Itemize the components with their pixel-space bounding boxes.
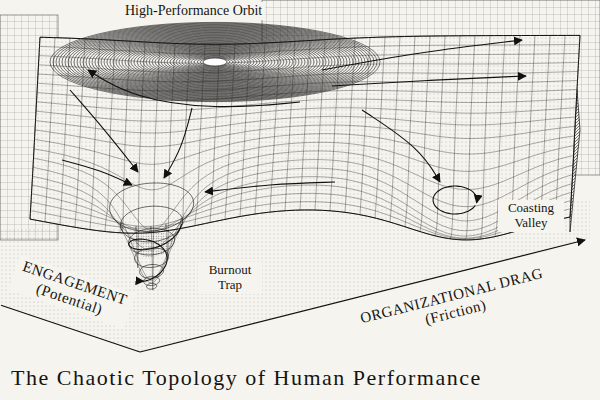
flow-arrows (62, 40, 526, 281)
orbit-ring (89, 32, 341, 92)
orbit-ring (68, 27, 362, 98)
orbit-ring (128, 41, 302, 83)
orbit-ring (170, 51, 260, 73)
orbit-ring (152, 47, 278, 77)
funnel-ring (135, 248, 169, 268)
mesh-line (450, 36, 460, 239)
orbit-ring (185, 55, 245, 69)
orbit-ring (80, 30, 350, 95)
orbit-ring (56, 24, 374, 100)
orbit-ring (92, 32, 338, 91)
orbit-ring (176, 53, 254, 72)
orbit-ring (77, 29, 353, 95)
orbit-ring (143, 45, 287, 80)
orbit-ring (155, 48, 275, 77)
orbit-ring (53, 23, 377, 101)
flow-arrow (332, 76, 526, 86)
orbit-ring (194, 57, 236, 67)
flow-arrow (164, 108, 192, 178)
mesh-line (33, 160, 573, 281)
orbit-ring (191, 56, 239, 68)
orbit-ring (59, 25, 371, 100)
diagram-title: The Chaotic Topology of Human Performanc… (8, 364, 485, 391)
orbit-ring (65, 26, 365, 98)
surface-mesh (30, 35, 580, 290)
orbit-ring (119, 39, 311, 85)
orbit-ring (104, 35, 326, 88)
region-label: Burnout Trap (198, 262, 262, 294)
orbit-ring (197, 58, 233, 67)
orbit-ring (113, 38, 317, 87)
orbit-ring (101, 35, 329, 90)
mesh-line (31, 202, 571, 239)
orbit-ring (62, 25, 368, 98)
mesh-line (480, 36, 490, 239)
flow-arrow (362, 110, 440, 182)
orbit-ring (122, 40, 308, 85)
orbit-ring (158, 48, 272, 75)
title-holder: The Chaotic Topology of Human Performanc… (8, 364, 485, 391)
flow-arrow (433, 186, 477, 214)
surface-edge (30, 35, 580, 240)
flow-arrow (62, 160, 132, 185)
orbit-ring (74, 28, 356, 96)
funnel-shade (130, 232, 174, 257)
orbit-ring (50, 22, 380, 101)
drag-axis (140, 240, 585, 352)
orbit-ring (173, 52, 257, 72)
orbit-ring (134, 43, 296, 82)
orbit-ring (161, 49, 269, 75)
orbit-ring (167, 50, 263, 73)
flow-arrow (129, 224, 182, 281)
mesh-line (32, 185, 572, 236)
orbit-ring (125, 40, 305, 83)
orbit-ring (110, 37, 320, 87)
funnel-rings (110, 183, 194, 289)
mesh-line (32, 177, 572, 251)
orbit-eye (203, 58, 227, 66)
illustration-layers (0, 0, 600, 352)
flow-arrow (70, 90, 138, 172)
orbit-ring (149, 46, 281, 78)
orbit-ring (107, 36, 323, 88)
region-label-holder: High-Performance Orbit (122, 2, 265, 20)
mesh-line (36, 108, 576, 121)
orbit-ring (188, 56, 242, 69)
orbit-ring (95, 33, 335, 91)
orbit-ring (140, 44, 290, 80)
surface-stipple (30, 35, 580, 240)
funnel-ring (147, 283, 157, 289)
orbit-ring (83, 30, 347, 93)
orbit-ring (179, 53, 251, 70)
orbit-ring (164, 50, 266, 74)
orbit-ring (116, 38, 314, 86)
flow-arrow (205, 182, 335, 192)
orbit-ring (131, 42, 299, 82)
flow-arrow (88, 70, 300, 107)
flow-arrow (322, 40, 522, 70)
surface-ground (30, 35, 580, 240)
region-label-holder: Burnout Trap (198, 262, 262, 294)
orbit-ring (146, 45, 284, 78)
region-label: High-Performance Orbit (122, 2, 265, 20)
orbit-ring (200, 58, 230, 65)
mesh-line (33, 168, 573, 283)
funnel-ring (121, 206, 183, 242)
mesh-line (270, 42, 280, 212)
orbit-ring (137, 43, 293, 80)
region-label: Coasting Valley (498, 200, 564, 232)
orbit-rings (50, 22, 380, 101)
orbit-ring (98, 34, 332, 90)
orbit-ring (71, 27, 359, 96)
orbit-ring (86, 31, 344, 93)
region-label-holder: Coasting Valley (498, 200, 564, 232)
mesh-line (465, 36, 475, 240)
orbit-ring (182, 54, 248, 70)
mesh-line (255, 43, 265, 214)
mesh-line (36, 116, 576, 133)
